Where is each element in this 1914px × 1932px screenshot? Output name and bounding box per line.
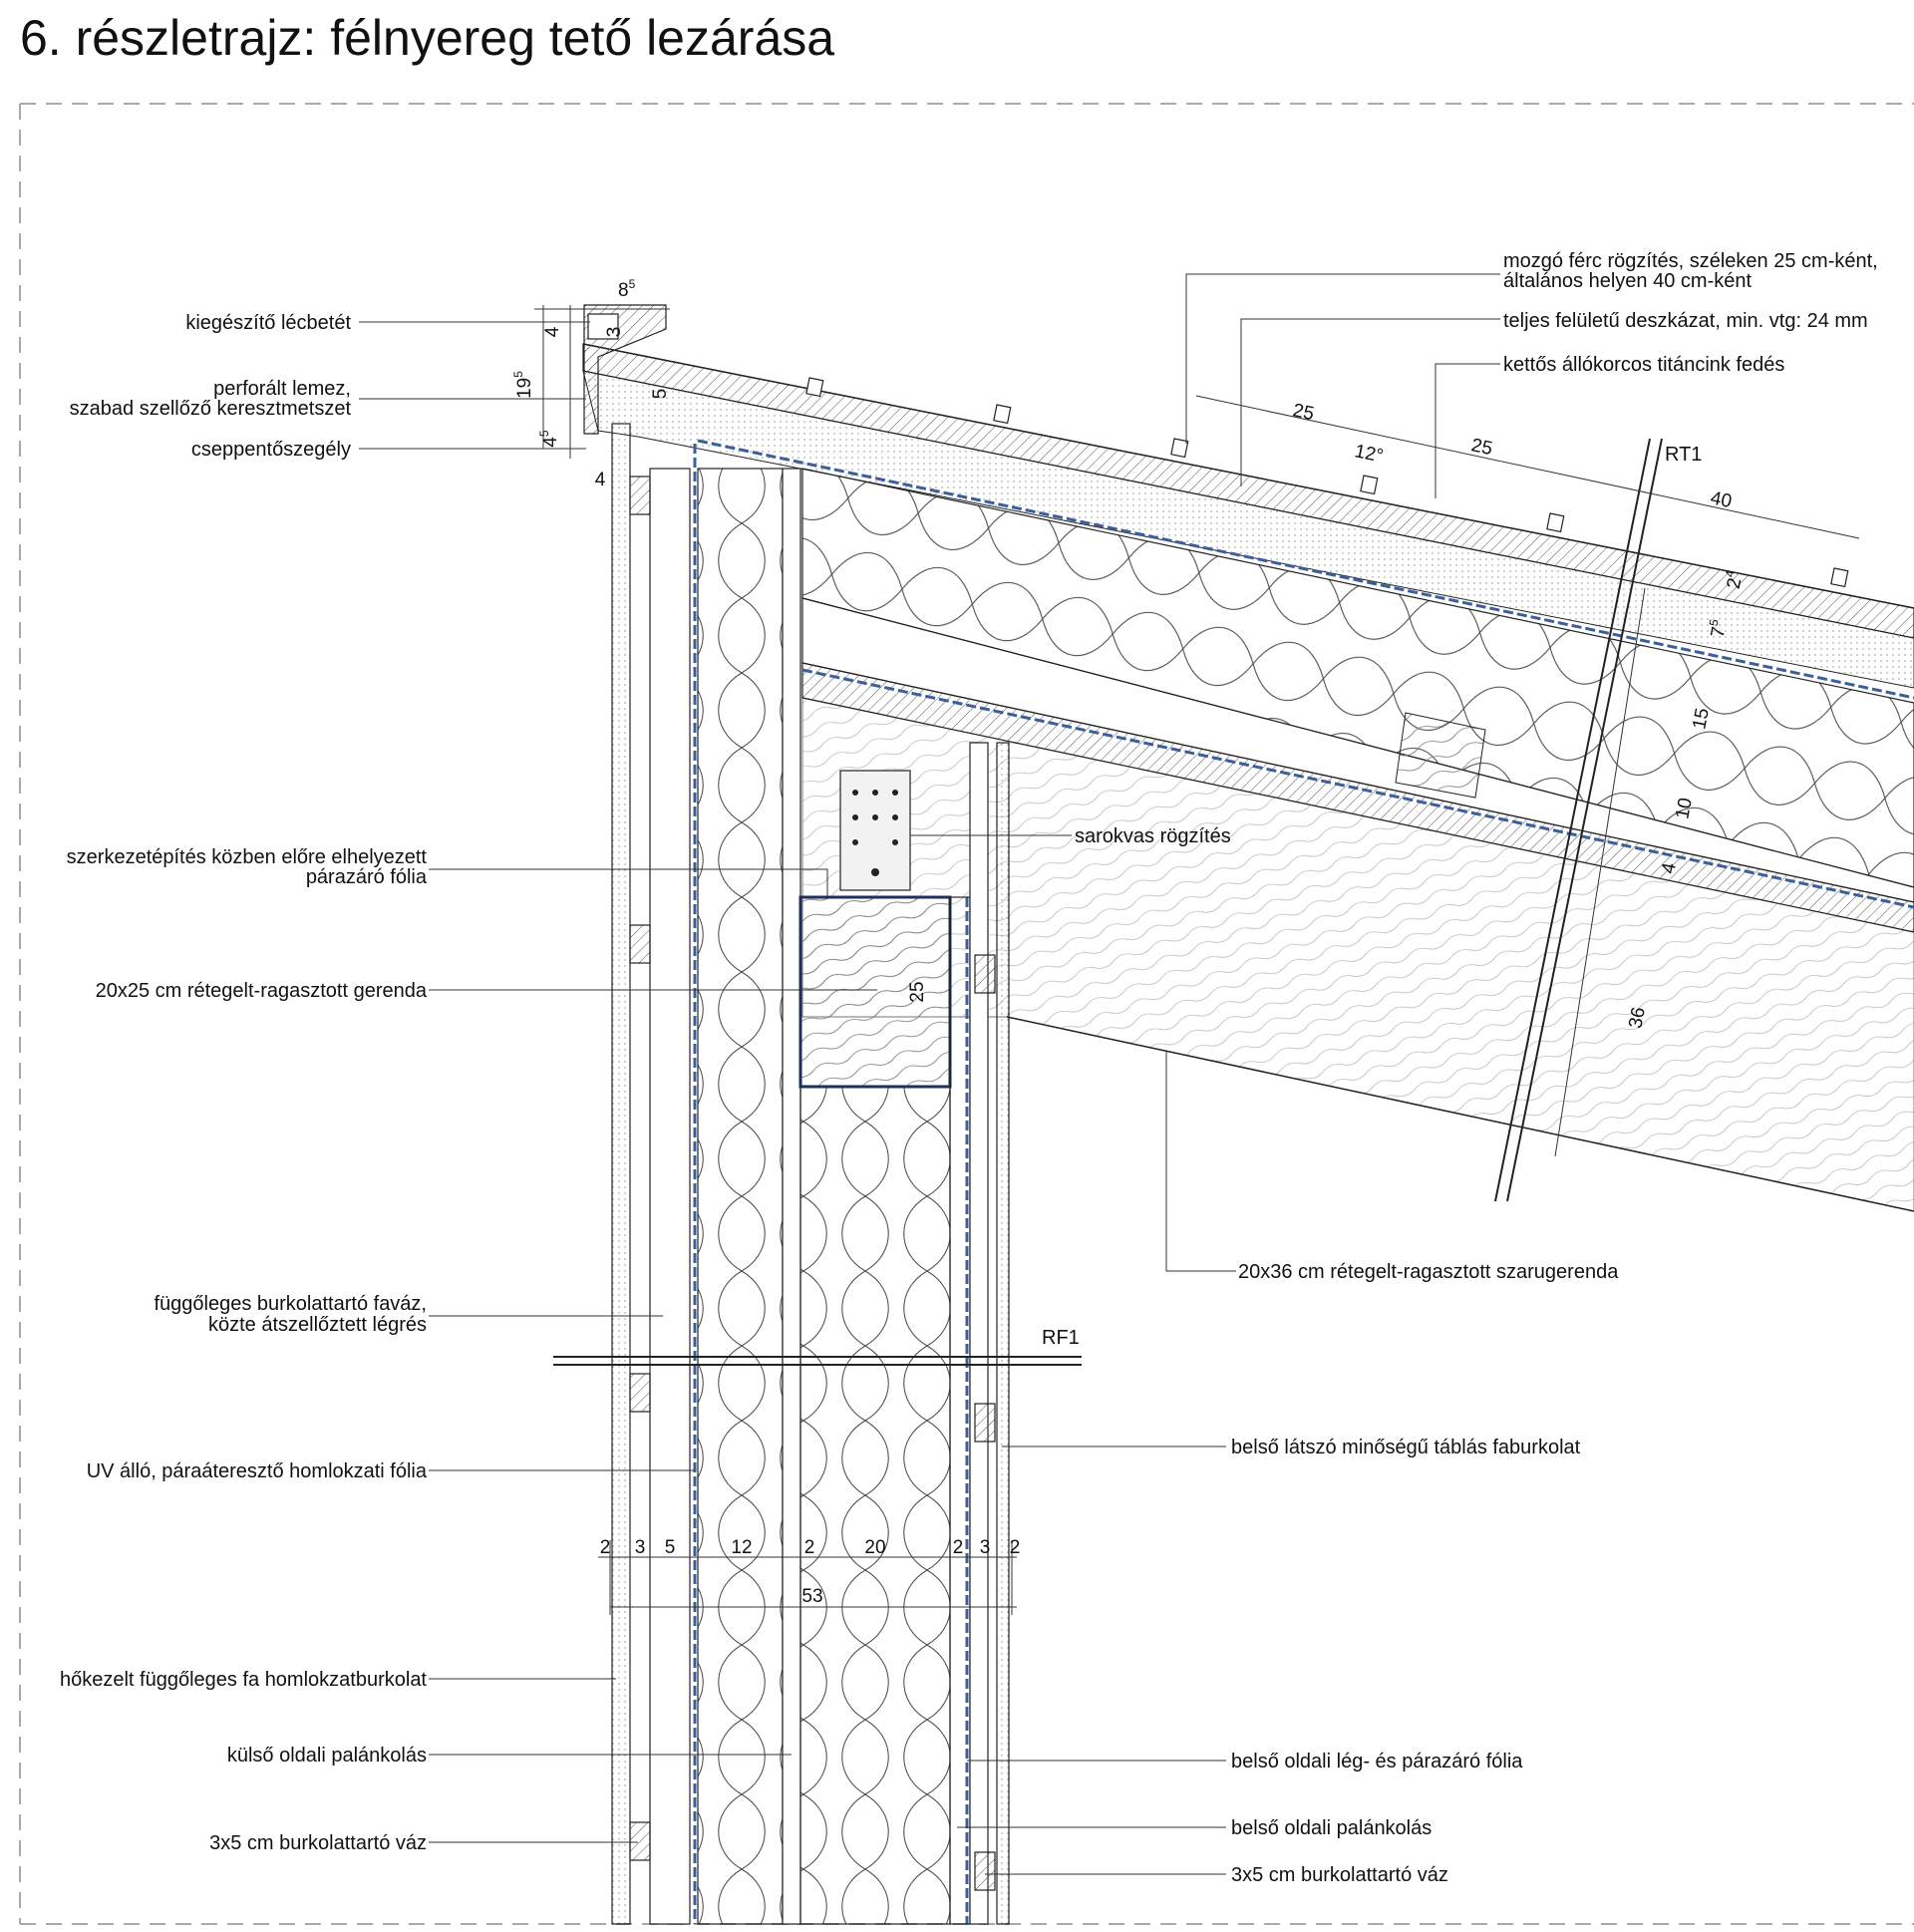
dim-4-bottom: 4 bbox=[595, 470, 606, 490]
label-favaz-1: függőleges burkolattartó faváz, bbox=[154, 1293, 427, 1315]
labels-right: mozgó férc rögzítés, széleken 25 cm-ként… bbox=[1075, 250, 1878, 1886]
glulam-beam bbox=[798, 895, 952, 1089]
section-mark-rf1: RF1 bbox=[1042, 1327, 1080, 1349]
label-perforalt-1: perforált lemez, bbox=[213, 378, 351, 400]
label-cseppento: cseppentőszegély bbox=[191, 439, 351, 461]
label-uv-folia: UV álló, páraáteresztő homlokzati fólia bbox=[87, 1460, 428, 1482]
label-gerenda: 20x25 cm rétegelt-ragasztott gerenda bbox=[96, 980, 428, 1002]
label-perforalt-2: szabad szellőző keresztmetszet bbox=[70, 398, 352, 420]
dim-r2: 24 bbox=[1721, 569, 1748, 591]
wall-insulation-outer bbox=[697, 468, 784, 1925]
dim-r15: 15 bbox=[1689, 707, 1714, 732]
dim-w2a: 2 bbox=[600, 1537, 611, 1558]
dim-w2d: 2 bbox=[1010, 1537, 1021, 1558]
corner-bracket bbox=[839, 770, 911, 891]
dim-5: 5 bbox=[650, 389, 671, 400]
section-line-rt1 bbox=[1494, 438, 1663, 1202]
dim-r4: 4 bbox=[1658, 860, 1681, 875]
label-deszkazat: teljes felületű deszkázat, min. vtg: 24 … bbox=[1503, 310, 1868, 332]
dim-w2c: 2 bbox=[953, 1537, 964, 1558]
label-kulso-palank: külső oldali palánkolás bbox=[227, 1745, 427, 1767]
label-lecbetet: kiegészítő lécbetét bbox=[185, 312, 351, 334]
label-belso-palank: belső oldali palánkolás bbox=[1231, 1817, 1432, 1839]
dim-r40: 40 bbox=[1709, 487, 1734, 512]
dim-w20: 20 bbox=[864, 1537, 885, 1558]
facade-cladding bbox=[611, 423, 631, 1925]
dim-beam-25: 25 bbox=[907, 981, 928, 1002]
dim-w2b: 2 bbox=[804, 1537, 815, 1558]
dim-3-top: 3 bbox=[604, 327, 625, 338]
dim-19: 195 bbox=[511, 371, 535, 399]
label-sarokvas: sarokvas rögzítés bbox=[1075, 825, 1231, 847]
label-faburkolat: belső látszó minőségű táblás faburkolat bbox=[1231, 1437, 1581, 1458]
labels-left: kiegészítő lécbetét perforált lemez, sza… bbox=[60, 312, 428, 1854]
parapet-dimensions: 85 4 3 195 5 45 4 bbox=[511, 277, 671, 490]
label-parazaro-1: szerkezetépítés közben előre elhelyezett bbox=[67, 846, 428, 868]
battens-right bbox=[974, 954, 996, 1891]
label-fedes: kettős állókorcos titáncink fedés bbox=[1503, 354, 1784, 376]
dim-w3a: 3 bbox=[635, 1537, 646, 1558]
dim-r12: 12° bbox=[1353, 441, 1385, 467]
label-homlokzat: hőkezelt függőleges fa homlokzatburkolat bbox=[60, 1669, 427, 1691]
label-szarugerenda: 20x36 cm rétegelt-ragasztott szarugerend… bbox=[1238, 1261, 1619, 1283]
dim-4a: 45 bbox=[537, 430, 561, 448]
dim-r25b: 25 bbox=[1469, 435, 1494, 460]
label-burk-vaz-left: 3x5 cm burkolattartó váz bbox=[209, 1832, 427, 1854]
label-ferc-1: mozgó férc rögzítés, széleken 25 cm-ként… bbox=[1503, 250, 1878, 272]
dim-r36: 36 bbox=[1625, 1006, 1650, 1031]
dim-r7: 75 bbox=[1705, 618, 1732, 640]
dim-w12: 12 bbox=[731, 1537, 752, 1558]
dim-r10: 10 bbox=[1672, 797, 1697, 821]
label-ferc-2: általános helyen 40 cm-ként bbox=[1503, 270, 1752, 292]
wall-assembly bbox=[583, 304, 1010, 1925]
dim-r25a: 25 bbox=[1291, 400, 1316, 425]
battens-left bbox=[629, 476, 651, 1861]
dim-w3b: 3 bbox=[980, 1537, 991, 1558]
roof-insulation-upper bbox=[801, 468, 1914, 888]
roof-dimension-line bbox=[1195, 395, 1860, 1157]
dim-w5: 5 bbox=[665, 1537, 676, 1558]
wall-dimension-lines bbox=[598, 1540, 1017, 1615]
roof-assembly bbox=[582, 343, 1914, 1212]
roof-insulation-lower bbox=[801, 597, 1914, 903]
section-mark-rt1: RT1 bbox=[1665, 444, 1702, 466]
standing-seams bbox=[805, 377, 1849, 588]
label-leg-para: belső oldali lég- és párazáró fólia bbox=[1231, 1751, 1523, 1772]
dim-w53: 53 bbox=[801, 1586, 822, 1607]
label-burk-vaz-right: 3x5 cm burkolattartó váz bbox=[1231, 1864, 1448, 1886]
leader-lines bbox=[359, 273, 1500, 1875]
label-parazaro-2: párazáró fólia bbox=[306, 866, 428, 888]
label-favaz-2: közte átszellőztett légrés bbox=[208, 1314, 427, 1336]
dim-8: 85 bbox=[618, 277, 636, 301]
dim-4-top: 4 bbox=[542, 326, 563, 337]
wall-dimensions: 2 3 5 12 2 20 2 3 2 53 bbox=[600, 1537, 1021, 1607]
section-line-rf1 bbox=[553, 1356, 1082, 1366]
wall-insulation-inner bbox=[799, 1086, 951, 1925]
page-title: 6. részletrajz: félnyereg tető lezárása bbox=[20, 10, 835, 66]
